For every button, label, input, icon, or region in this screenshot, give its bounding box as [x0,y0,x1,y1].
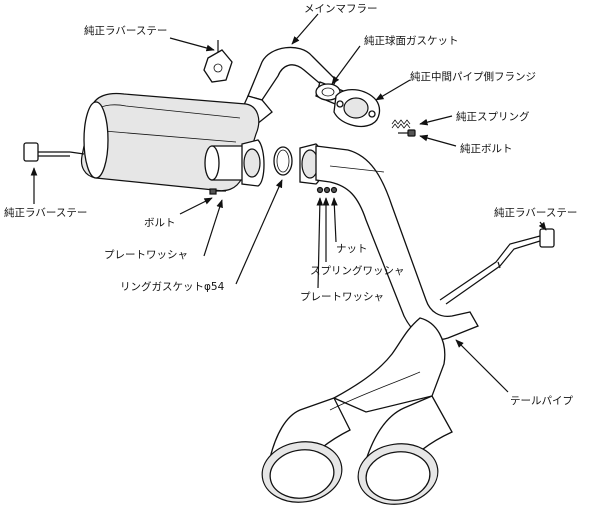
label-tail-pipe: テールパイプ [510,395,573,407]
label-ball-gasket: 純正球面ガスケット [364,34,459,47]
tail-pipe-part [315,145,479,341]
label-rubber-stay-right: 純正ラバーステー [494,206,577,219]
label-nut: ナット [336,243,368,255]
spring-part [391,119,411,129]
label-mid-pipe-flange: 純正中間パイプ側フランジ [410,70,536,83]
label-spring-washer: スプリングワッシャ [310,264,405,277]
rubber-stay-top-part [203,40,233,83]
label-bolt: ボルト [144,217,176,229]
leader-lines [30,13,547,393]
rubber-stay-right-part [439,228,555,305]
label-plate-washer-left: プレートワッシャ [104,249,188,261]
rubber-stay-left-part [23,142,85,162]
label-rubber-stay-top: 純正ラバーステー [84,24,167,37]
label-ring-gasket: リングガスケットφ54 [120,280,225,293]
bolt-part [209,188,226,195]
mid-pipe-flange-part [333,89,381,127]
label-oem-bolt: 純正ボルト [460,142,513,155]
nut-washer-part [316,186,338,194]
label-main-muffler: メインマフラー [304,3,378,15]
dual-tail-tips-part [261,317,453,505]
muffler-outlet-flange [204,139,265,187]
oem-bolt-part [398,129,416,137]
label-spring: 純正スプリング [456,110,530,123]
ball-gasket-part [315,83,341,101]
label-rubber-stay-left: 純正ラバーステー [4,206,87,219]
label-plate-washer-right: プレートワッシャ [300,291,384,303]
